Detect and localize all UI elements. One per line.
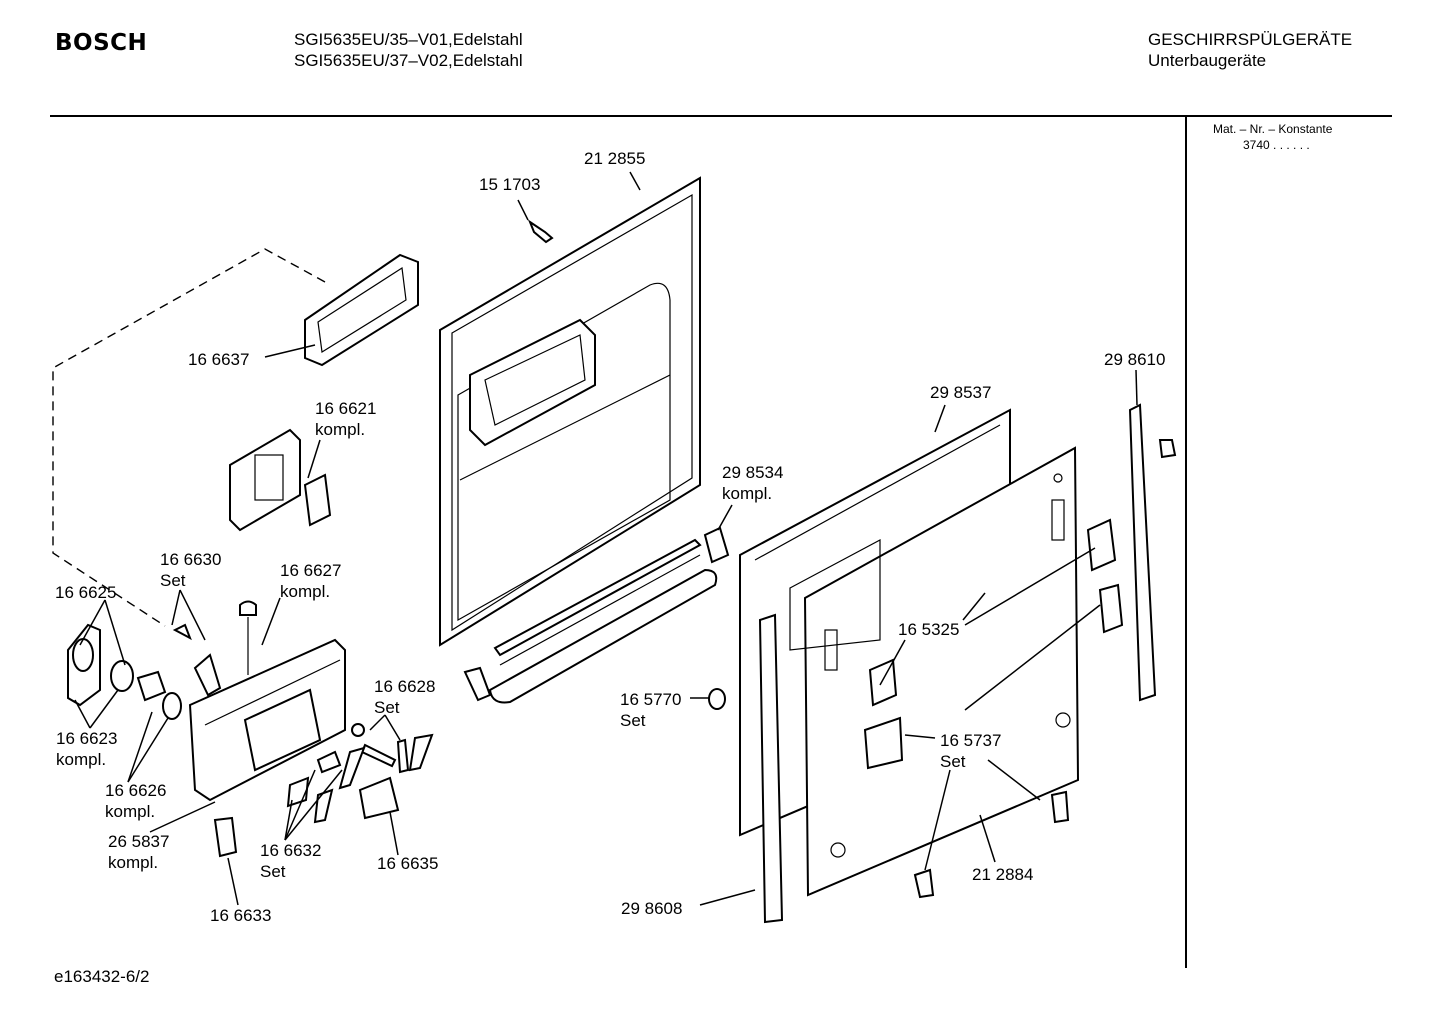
subcategory-title: Unterbaugeräte xyxy=(1148,51,1267,70)
brand-logo: BOSCH xyxy=(55,30,148,56)
part-label-166626: 16 6626 kompl. xyxy=(105,780,166,822)
part-label-166628: 16 6628 Set xyxy=(374,676,435,718)
part-note: Set xyxy=(940,752,966,771)
part-number: 16 5770 xyxy=(620,690,682,709)
part-note: kompl. xyxy=(315,420,366,439)
part-label-166630: 16 6630 Set xyxy=(160,549,221,591)
part-number: 16 6626 xyxy=(105,781,167,800)
part-label-166623: 16 6623 kompl. xyxy=(56,728,117,770)
part-label-166627: 16 6627 kompl. xyxy=(280,560,341,602)
control-housing xyxy=(188,638,346,802)
part-label-212855: 21 2855 xyxy=(584,149,646,168)
part-number: 16 6623 xyxy=(56,729,118,748)
part-label-166625: 16 6625 xyxy=(55,583,117,602)
part-note: kompl. xyxy=(722,484,773,503)
model-line-2: SGI5635EU/37–V02,Edelstahl xyxy=(294,51,523,70)
part-label-166633: 16 6633 xyxy=(210,906,272,925)
part-note: kompl. xyxy=(56,750,107,769)
part-label-165737: 16 5737 Set xyxy=(940,730,1001,772)
part-label-166632: 16 6632 Set xyxy=(260,840,321,882)
part-number: 29 8534 xyxy=(722,463,784,482)
part-note: kompl. xyxy=(280,582,331,601)
assembly-dashed-line xyxy=(52,248,326,627)
part-label-265837: 26 5837 kompl. xyxy=(108,831,169,873)
mounting-panel xyxy=(789,446,1080,897)
brackets xyxy=(708,518,1124,899)
inner-door-panel xyxy=(439,176,701,647)
part-label-298610: 29 8610 xyxy=(1104,350,1166,369)
bottom-rail xyxy=(463,526,730,704)
side-panel-divider xyxy=(1185,116,1187,968)
category-title: GESCHIRRSPÜLGERÄTE xyxy=(1148,30,1353,49)
part-note: kompl. xyxy=(108,853,159,872)
part-note: Set xyxy=(374,698,400,717)
part-note: Set xyxy=(620,711,646,730)
part-note: Set xyxy=(160,571,186,590)
part-label-298608: 29 8608 xyxy=(621,899,683,918)
screw xyxy=(527,219,554,244)
part-number: 16 6627 xyxy=(280,561,342,580)
header-divider xyxy=(50,115,1392,117)
model-line-1: SGI5635EU/35–V01,Edelstahl xyxy=(294,30,523,49)
part-label-165325: 16 5325 xyxy=(898,620,960,639)
switch-parts xyxy=(213,723,434,858)
rinse-aid-cover xyxy=(229,428,332,532)
document-id: e163432-6/2 xyxy=(54,967,150,986)
part-label-298534: 29 8534 kompl. xyxy=(722,462,783,504)
part-number: 16 6632 xyxy=(260,841,322,860)
part-number: 26 5837 xyxy=(108,832,170,851)
part-label-166637: 16 6637 xyxy=(188,350,250,369)
mat-nr-label: Mat. – Nr. – Konstante xyxy=(1213,122,1333,136)
part-label-166621: 16 6621 kompl. xyxy=(315,398,376,440)
part-label-165770: 16 5770 Set xyxy=(620,689,681,731)
side-trim-right xyxy=(1128,403,1177,702)
leader-lines xyxy=(74,171,1138,906)
part-number: 16 6630 xyxy=(160,550,222,569)
part-label-212884: 21 2884 xyxy=(972,865,1034,884)
part-number: 16 6621 xyxy=(315,399,377,418)
mat-nr-value: 3740 . . . . . . xyxy=(1243,138,1310,152)
part-label-151703: 15 1703 xyxy=(479,175,541,194)
part-number: 16 5737 xyxy=(940,731,1002,750)
part-label-166635: 16 6635 xyxy=(377,854,439,873)
part-label-298537: 29 8537 xyxy=(930,383,992,402)
part-number: 16 6628 xyxy=(374,677,436,696)
part-note: Set xyxy=(260,862,286,881)
side-trim-left xyxy=(758,613,784,924)
part-note: kompl. xyxy=(105,802,156,821)
door-lock-parts xyxy=(67,600,257,720)
dispenser-gasket xyxy=(304,253,419,367)
